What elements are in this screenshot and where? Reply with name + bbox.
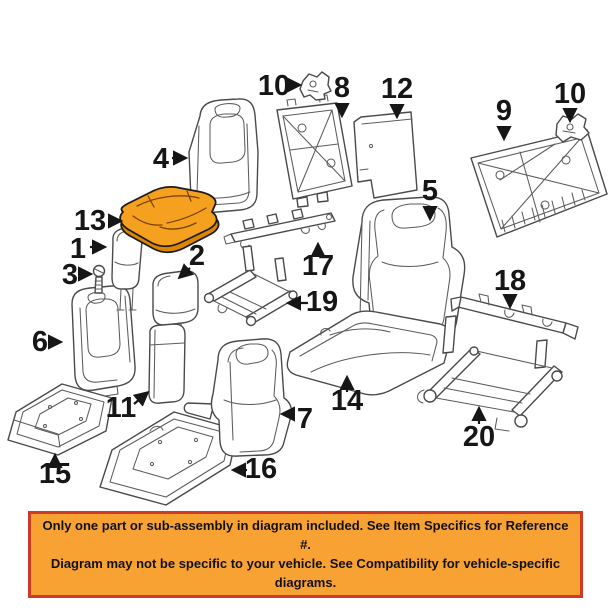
part-13-highlighted-cushion-drawing [119, 185, 220, 254]
callout-7-label: 7 [297, 403, 313, 435]
part-10a-bracket-drawing [299, 71, 332, 101]
disclaimer-line-2: Diagram may not be specific to your vehi… [50, 555, 561, 590]
part-15-cushion-pan-drawing [7, 383, 113, 456]
callout-18-label: 18 [494, 265, 526, 297]
part-9-seatback-frame-drawing [470, 129, 608, 238]
part-6-seat-back-drawing [71, 285, 136, 399]
callout-5-label: 5 [422, 175, 438, 207]
callout-10a-label: 10 [258, 70, 290, 102]
callout-16-label: 16 [245, 453, 277, 485]
callout-1-label: 1 [70, 233, 86, 265]
callout-arrows [47, 77, 578, 478]
part-12-back-panel-drawing [353, 111, 418, 199]
callout-2-arrow [177, 263, 195, 280]
part-5-seat-back-drawing [352, 196, 466, 343]
disclaimer-line-1: Only one part or sub-assembly in diagram… [42, 518, 569, 552]
part-8-seatback-frame-drawing [276, 94, 353, 208]
callout-8-label: 8 [334, 72, 350, 104]
callout-3-label: 3 [62, 259, 78, 291]
part-10b-bracket-drawing [555, 113, 590, 143]
part-20-seat-frame-drawing [416, 315, 563, 432]
part-19-riser-frame-drawing [203, 245, 298, 327]
callout-labels: 1 2 3 4 5 6 7 8 9 10 10 11 12 13 14 15 1… [32, 70, 586, 490]
part-14-seat-cushion-drawing [286, 310, 452, 396]
disclaimer-banner: Only one part or sub-assembly in diagram… [28, 511, 583, 599]
part-18-crossmember-drawing [450, 293, 579, 340]
callout-11-arrow [132, 390, 150, 407]
callout-2-label: 2 [189, 240, 205, 272]
part-7-seat-back-drawing [183, 338, 293, 457]
callout-20-label: 20 [463, 421, 495, 453]
part-11-armrest-drawing [148, 323, 186, 404]
callout-12-label: 12 [381, 73, 413, 105]
callout-15-label: 15 [39, 458, 71, 490]
callout-14-label: 14 [331, 385, 363, 417]
part-16-cushion-pan-drawing [99, 411, 239, 506]
callout-17-label: 17 [302, 250, 334, 282]
callout-9-label: 9 [496, 95, 512, 127]
callout-10b-label: 10 [554, 78, 586, 110]
callout-13-label: 13 [74, 205, 106, 237]
part-3-screw-drawing [92, 264, 106, 294]
callout-6-label: 6 [32, 326, 48, 358]
callout-11-label: 11 [106, 392, 137, 424]
part-17-latch-rail-drawing [223, 208, 336, 250]
callout-4-label: 4 [153, 143, 169, 175]
callout-19-label: 19 [306, 286, 338, 318]
